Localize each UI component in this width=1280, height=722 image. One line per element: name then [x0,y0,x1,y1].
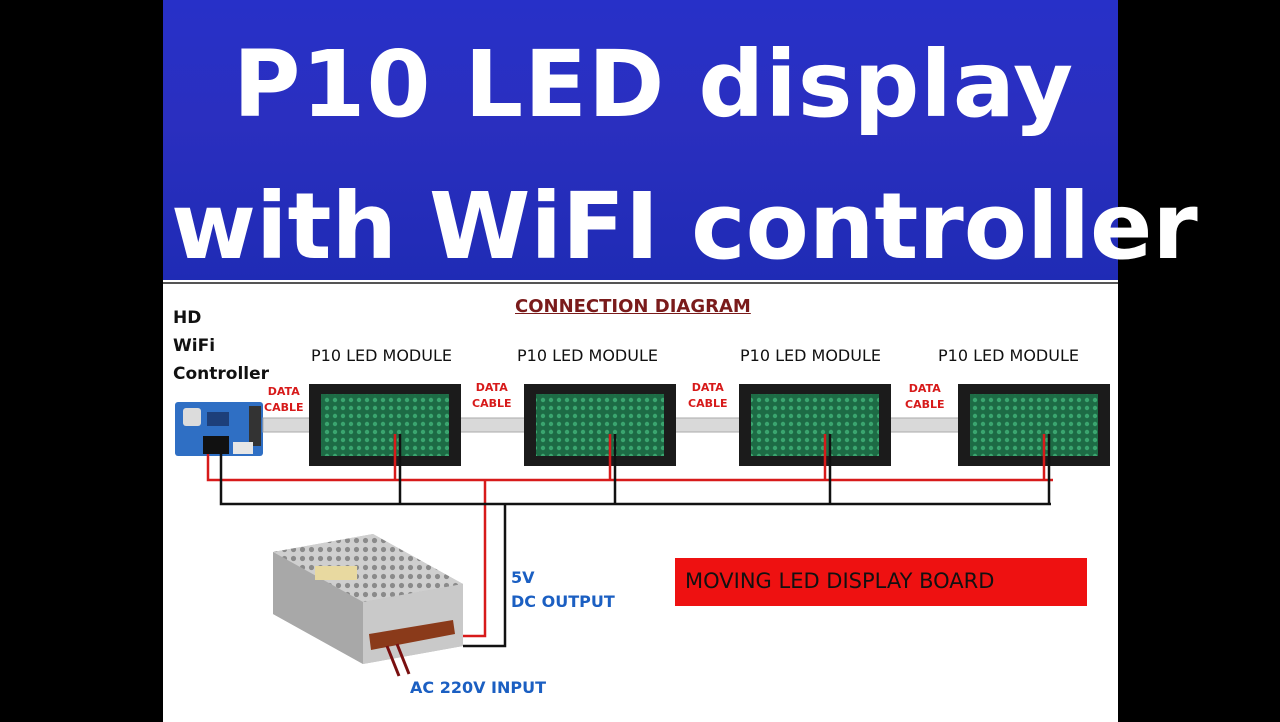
dc-output-line-2: DC OUTPUT [511,592,615,611]
module-label-2: P10 LED MODULE [517,346,658,365]
diagram-graphics [175,384,1110,677]
controller-label: HD WiFi Controller [173,304,269,388]
module-label-1: P10 LED MODULE [311,346,452,365]
cable-label-line-2: CABLE [264,401,304,414]
power-supply-unit [273,534,463,677]
cable-label-line-2: CABLE [688,397,728,410]
wifi-controller-board [175,402,263,456]
module-label-4: P10 LED MODULE [938,346,1079,365]
led-module-3 [739,384,891,466]
cable-label-line-1: DATA [908,382,941,395]
title-line-2: with WiFI controller [171,173,1198,280]
cable-label-line-2: CABLE [905,398,945,411]
controller-label-line-3: Controller [173,364,270,384]
positive-wires [206,434,1053,638]
cable-label-line-2: CABLE [472,397,512,410]
data-cable-label-3: DATA CABLE [688,380,728,412]
connection-diagram: CONNECTION DIAGRAM HD WiFi Controller P1… [163,282,1118,722]
data-cable-label-1: DATA CABLE [264,384,304,416]
caption-box: MOVING LED DISPLAY BOARD [675,558,1087,606]
data-cable-label-2: DATA CABLE [472,380,512,412]
led-module-4 [958,384,1110,466]
title-banner: P10 LED display with WiFI controller [163,0,1198,280]
data-cable-label-4: DATA CABLE [905,381,945,413]
led-module-2 [524,384,676,466]
ribbon-cables [262,417,960,433]
dc-output-label: 5V DC OUTPUT [511,566,615,614]
cable-label-line-1: DATA [691,381,724,394]
controller-label-line-2: WiFi [173,336,216,356]
video-frame: P10 LED display with WiFI controller [163,0,1198,722]
cable-label-line-1: DATA [475,381,508,394]
caption-text: MOVING LED DISPLAY BOARD [685,569,995,593]
title-line-1: P10 LED display [233,31,1075,138]
diagram-heading: CONNECTION DIAGRAM [515,296,751,317]
module-label-3: P10 LED MODULE [740,346,881,365]
ac-input-label: AC 220V INPUT [410,678,547,697]
dc-output-line-1: 5V [511,568,535,587]
controller-label-line-1: HD [173,308,202,328]
ground-wires [219,434,1051,648]
cable-label-line-1: DATA [267,385,300,398]
led-module-1 [309,384,461,466]
